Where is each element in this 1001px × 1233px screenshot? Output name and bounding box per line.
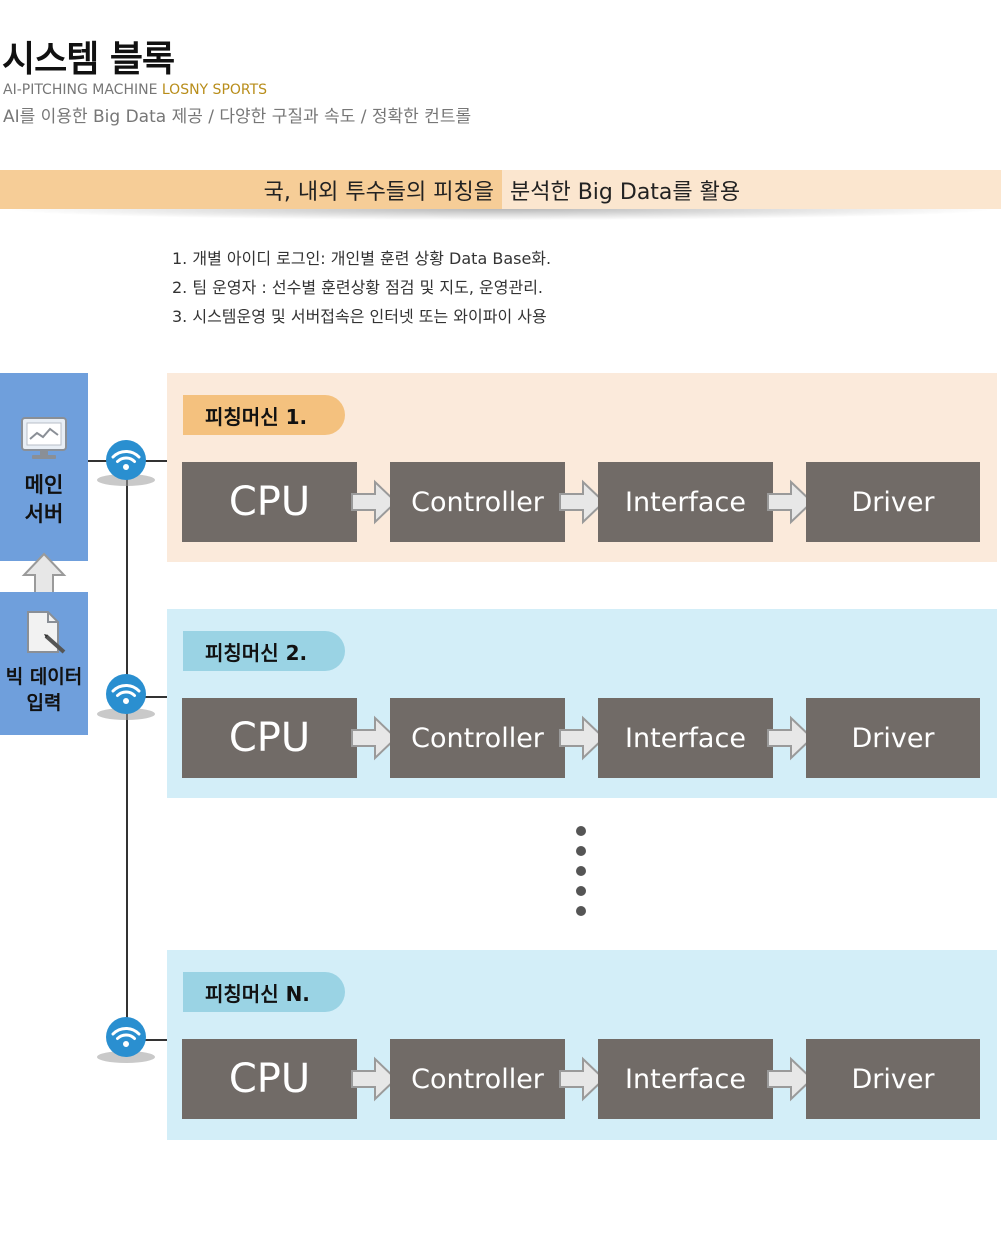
main-server-label-line2: 서버 bbox=[24, 502, 64, 526]
interface-block: Interface bbox=[598, 698, 773, 778]
interface-block: Interface bbox=[598, 462, 773, 542]
right-arrow-icon bbox=[559, 715, 606, 761]
ellipsis-dot bbox=[576, 826, 586, 836]
cpu-block: CPU bbox=[182, 1039, 357, 1119]
driver-block: Driver bbox=[806, 462, 980, 542]
big-data-box: 빅 데이터 입력 bbox=[0, 592, 88, 735]
ellipsis-dot bbox=[576, 846, 586, 856]
big-data-label: 빅 데이터 입력 bbox=[6, 664, 83, 716]
wifi-icon bbox=[97, 440, 155, 486]
pitching-machine-panel-2: 피칭머신 2. CPU Controller Interface Driver bbox=[167, 609, 997, 798]
cpu-block: CPU bbox=[182, 698, 357, 778]
right-arrow-icon bbox=[767, 479, 814, 525]
machine-label: 피칭머신 N. bbox=[183, 972, 345, 1012]
monitor-chart-icon bbox=[21, 417, 67, 459]
machine-2-link-line bbox=[128, 696, 168, 698]
ellipsis-dot bbox=[576, 866, 586, 876]
machine-label: 피칭머신 2. bbox=[183, 631, 345, 671]
subtitle-prefix: AI-PITCHING MACHINE bbox=[3, 82, 162, 98]
driver-block: Driver bbox=[806, 1039, 980, 1119]
document-pen-icon bbox=[27, 611, 66, 654]
controller-block: Controller bbox=[390, 462, 565, 542]
more-machines-ellipsis bbox=[576, 826, 586, 926]
note-item: 1. 개별 아이디 로그인: 개인별 훈련 상황 Data Base화. bbox=[172, 249, 552, 268]
note-item: 3. 시스템운영 및 서버접속은 인터넷 또는 와이파이 사용 bbox=[172, 307, 547, 326]
banner-right-text: 분석한 Big Data를 활용 bbox=[510, 179, 741, 205]
page-title: 시스템 블록 bbox=[2, 39, 175, 80]
banner-left-text: 국, 내외 투수들의 피칭을 bbox=[263, 179, 494, 205]
right-arrow-icon bbox=[559, 1056, 606, 1102]
banner-left: 국, 내외 투수들의 피칭을 bbox=[0, 170, 502, 209]
controller-block: Controller bbox=[390, 698, 565, 778]
ellipsis-dot bbox=[576, 906, 586, 916]
banner-right: 분석한 Big Data를 활용 bbox=[502, 170, 1001, 209]
main-server-label-line1: 메인 bbox=[24, 473, 64, 497]
big-data-label-line2: 입력 bbox=[26, 692, 62, 714]
machine-1-link-line bbox=[128, 460, 168, 462]
right-arrow-icon bbox=[767, 1056, 814, 1102]
right-arrow-icon bbox=[767, 715, 814, 761]
right-arrow-icon bbox=[351, 1056, 398, 1102]
right-arrow-icon bbox=[351, 479, 398, 525]
controller-block: Controller bbox=[390, 1039, 565, 1119]
note-item: 2. 팀 운영자 : 선수별 훈련상황 점검 및 지도, 운영관리. bbox=[172, 278, 544, 297]
driver-block: Driver bbox=[806, 698, 980, 778]
interface-block: Interface bbox=[598, 1039, 773, 1119]
machine-n-link-line bbox=[128, 1039, 168, 1041]
cpu-block: CPU bbox=[182, 462, 357, 542]
right-arrow-icon bbox=[559, 479, 606, 525]
pitching-machine-panel-1: 피칭머신 1. CPU Controller Interface Driver bbox=[167, 373, 997, 562]
wifi-icon bbox=[97, 674, 155, 720]
notes-list: 1. 개별 아이디 로그인: 개인별 훈련 상황 Data Base화. 2. … bbox=[172, 244, 551, 331]
network-trunk-line bbox=[126, 460, 128, 1039]
highlight-banner: 국, 내외 투수들의 피칭을 분석한 Big Data를 활용 bbox=[0, 170, 1001, 209]
page-subtitle: AI-PITCHING MACHINE LOSNY SPORTS bbox=[3, 82, 267, 98]
subtitle-brand: LOSNY SPORTS bbox=[161, 82, 268, 98]
ellipsis-dot bbox=[576, 886, 586, 896]
right-arrow-icon bbox=[351, 715, 398, 761]
main-server-label: 메인 서버 bbox=[25, 471, 64, 529]
wifi-icon bbox=[97, 1017, 155, 1063]
page-tagline: AI를 이용한 Big Data 제공 / 다양한 구질과 속도 / 정확한 컨… bbox=[3, 107, 472, 127]
pitching-machine-panel-n: 피칭머신 N. CPU Controller Interface Driver bbox=[167, 950, 997, 1140]
machine-label: 피칭머신 1. bbox=[183, 395, 345, 435]
main-server-box: 메인 서버 bbox=[0, 373, 88, 561]
big-data-label-line1: 빅 데이터 bbox=[5, 666, 83, 688]
